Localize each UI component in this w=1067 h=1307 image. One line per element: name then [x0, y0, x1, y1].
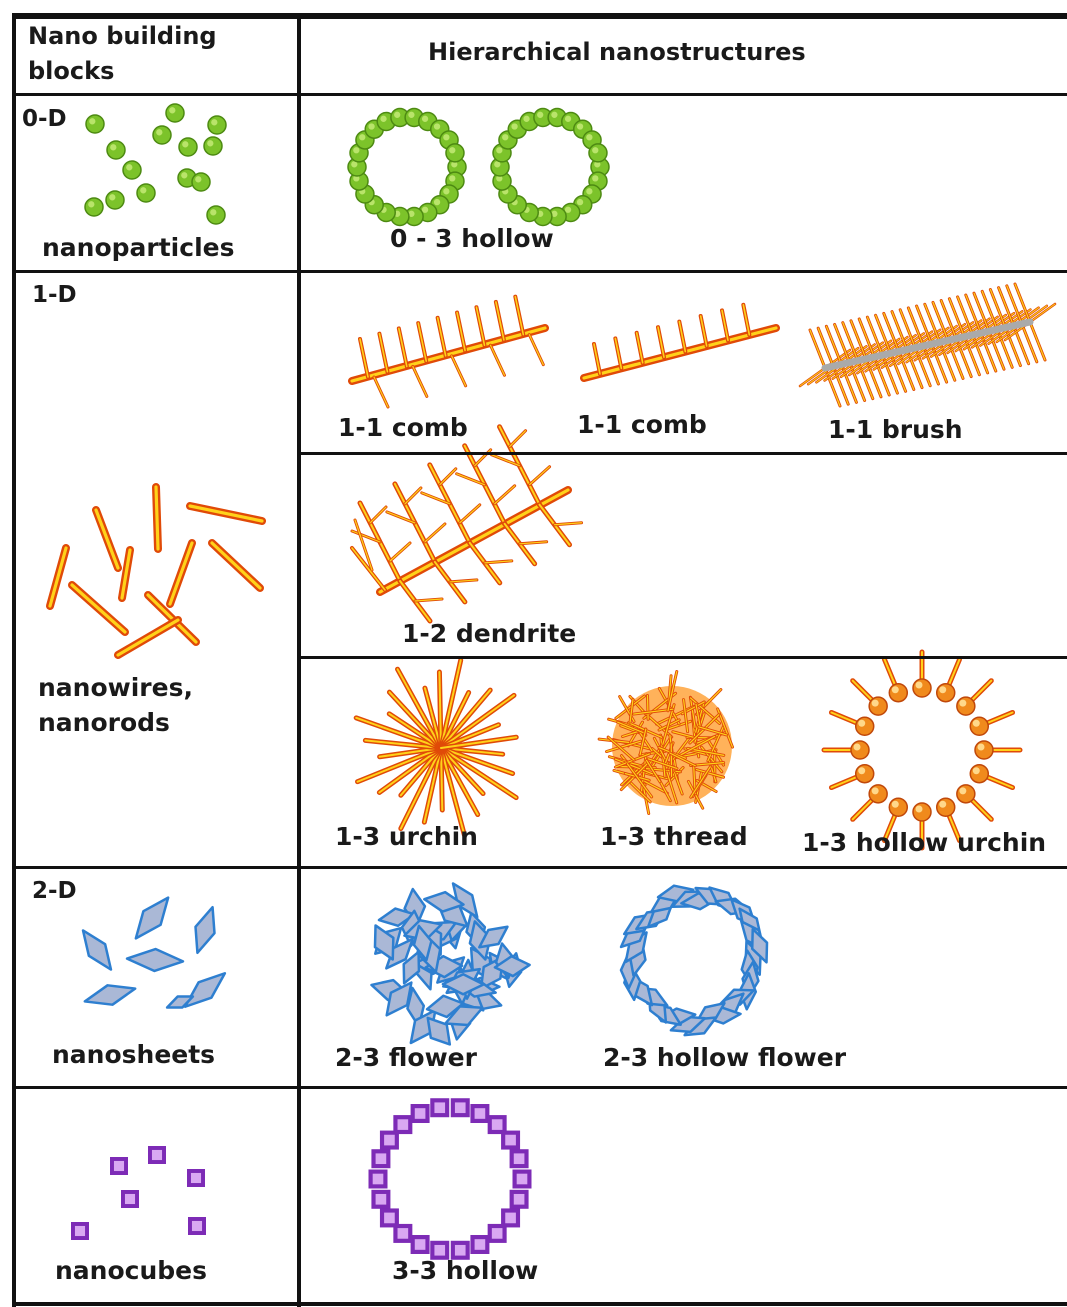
header-hierarchical: Hierarchical nanostructures [428, 38, 806, 67]
row-divider-2d-3d [12, 1086, 1067, 1089]
table-left-border [12, 13, 16, 1307]
nanoparticles-label: nanoparticles [42, 233, 234, 263]
dendrite-1-2-label: 1-2 dendrite [402, 619, 576, 649]
brush-1-1-illustration [800, 284, 1055, 406]
dimension-label-2d: 2-D [32, 878, 77, 906]
flower-2-3-label: 2-3 flower [335, 1043, 477, 1073]
nanowires-label-line2: nanorods [38, 708, 170, 738]
header-divider [12, 93, 1067, 96]
comb-1-1-illustration [352, 297, 545, 407]
header-building-blocks-line2: blocks [28, 57, 114, 86]
column-divider [297, 13, 301, 1307]
urchin-1-3-illustration [356, 660, 516, 835]
hollow-urchin-1-3-illustration [824, 652, 1020, 848]
comb-1-1-second-label: 1-1 comb [577, 410, 707, 440]
nanowires-illustration [50, 487, 262, 655]
nanoparticles-illustration [85, 104, 226, 224]
comb-1-1-second-illustration [584, 305, 776, 378]
table-bottom-border [12, 1302, 1067, 1306]
table-top-border [12, 13, 1067, 19]
brush-1-1-label: 1-1 brush [828, 415, 963, 445]
hollow-urchin-1-3-label: 1-3 hollow urchin [802, 828, 1046, 858]
comb-1-1-label: 1-1 comb [338, 413, 468, 443]
row-divider-1d-2d [12, 866, 1067, 869]
nanosheets-illustration [83, 898, 225, 1008]
flower-2-3-illustration [372, 883, 530, 1044]
nanowires-label-line1: nanowires, [38, 673, 193, 703]
hollow-sphere-0-3-left [348, 109, 466, 226]
header-building-blocks-line1: Nano building [28, 22, 217, 51]
thread-1-3-label: 1-3 thread [600, 822, 748, 852]
row-divider-0d-1d [12, 270, 1067, 273]
thread-1-3-illustration [599, 672, 732, 814]
subrow-divider-1d-a [297, 452, 1067, 455]
urchin-1-3-label: 1-3 urchin [335, 822, 478, 852]
hollow-flower-2-3-illustration [621, 886, 767, 1035]
dimension-label-0d: 0-D [22, 106, 67, 134]
nanocubes-label: nanocubes [55, 1256, 207, 1286]
dimension-label-1d: 1-D [32, 282, 77, 310]
hollow-flower-2-3-label: 2-3 hollow flower [603, 1043, 846, 1073]
subrow-divider-1d-b [297, 656, 1067, 659]
nanosheets-label: nanosheets [52, 1040, 215, 1070]
hollow-3-3-label: 3-3 hollow [392, 1256, 538, 1286]
hollow-0-3-label: 0 - 3 hollow [390, 224, 554, 254]
dendrite-1-2-illustration [352, 427, 582, 621]
hollow-sphere-0-3-right [491, 109, 609, 226]
hollow-3-3-illustration [369, 1098, 532, 1260]
nanocubes-illustration [71, 1146, 206, 1240]
